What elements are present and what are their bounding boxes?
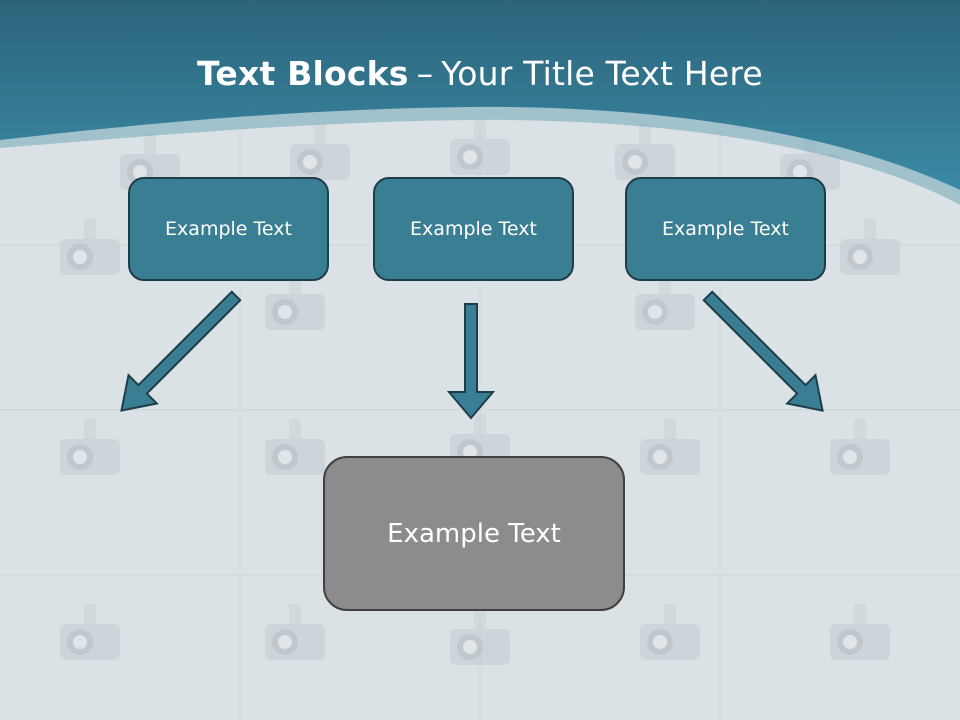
- page-title: Text Blocks–Your Title Text Here: [0, 54, 960, 93]
- title-rest: Your Title Text Here: [441, 54, 763, 93]
- text-block-center[interactable]: Example Text: [373, 177, 574, 281]
- title-dash: –: [416, 54, 434, 93]
- title-bold: Text Blocks: [197, 54, 409, 93]
- text-block-left[interactable]: Example Text: [128, 177, 329, 281]
- text-block-right[interactable]: Example Text: [625, 177, 826, 281]
- text-block-bottom[interactable]: Example Text: [323, 456, 625, 611]
